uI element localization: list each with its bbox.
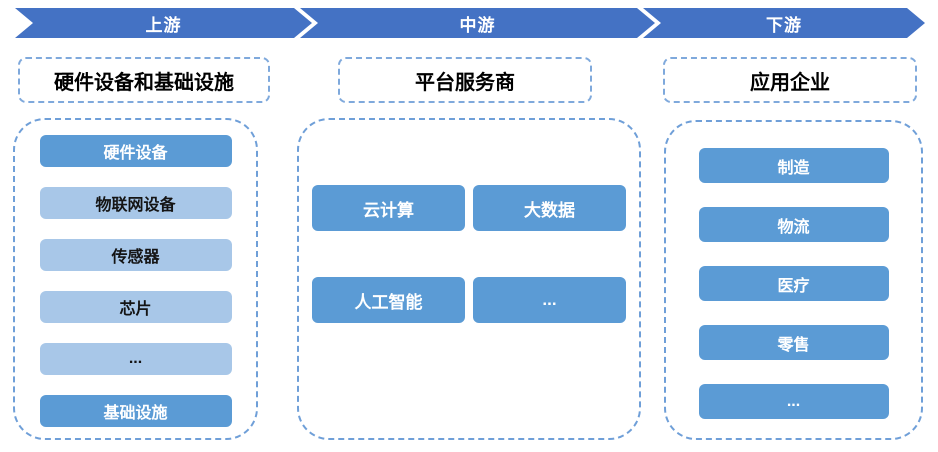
item-iot-devices: 物联网设备 xyxy=(39,187,232,219)
item-ai: 人工智能 xyxy=(312,277,465,323)
header-upstream-label: 硬件设备和基础设施 xyxy=(54,71,234,94)
container-midstream: 云计算 大数据 人工智能 ... xyxy=(297,118,641,440)
header-upstream: 硬件设备和基础设施 xyxy=(18,57,270,103)
item-chips: 芯片 xyxy=(39,291,232,323)
banner-arrow-midstream: 中游 xyxy=(300,8,655,38)
header-downstream: 应用企业 xyxy=(663,57,917,103)
banner-arrow-upstream: 上游 xyxy=(15,8,312,38)
item-cloud-computing: 云计算 xyxy=(312,185,465,231)
item-hardware-equipment: 硬件设备 xyxy=(39,135,232,167)
item-upstream-more: ... xyxy=(39,343,232,375)
item-midstream-more: ... xyxy=(473,277,626,323)
banner-label-upstream: 上游 xyxy=(145,15,182,35)
container-upstream: 硬件设备 物联网设备 传感器 芯片 ... 基础设施 xyxy=(13,118,258,440)
item-manufacturing: 制造 xyxy=(698,148,889,183)
item-big-data: 大数据 xyxy=(473,185,626,231)
banner-label-downstream: 下游 xyxy=(766,15,802,35)
banner-label-midstream: 中游 xyxy=(459,15,496,35)
header-midstream-label: 平台服务商 xyxy=(415,71,515,94)
item-infrastructure: 基础设施 xyxy=(39,395,232,427)
container-downstream: 制造 物流 医疗 零售 ... xyxy=(664,120,923,440)
item-retail: 零售 xyxy=(698,325,889,360)
banner-arrow-downstream: 下游 xyxy=(643,8,925,38)
item-healthcare: 医疗 xyxy=(698,266,889,301)
item-sensors: 传感器 xyxy=(39,239,232,271)
item-logistics: 物流 xyxy=(698,207,889,242)
header-midstream: 平台服务商 xyxy=(338,57,592,103)
item-downstream-more: ... xyxy=(698,384,889,419)
header-downstream-label: 应用企业 xyxy=(750,71,830,94)
